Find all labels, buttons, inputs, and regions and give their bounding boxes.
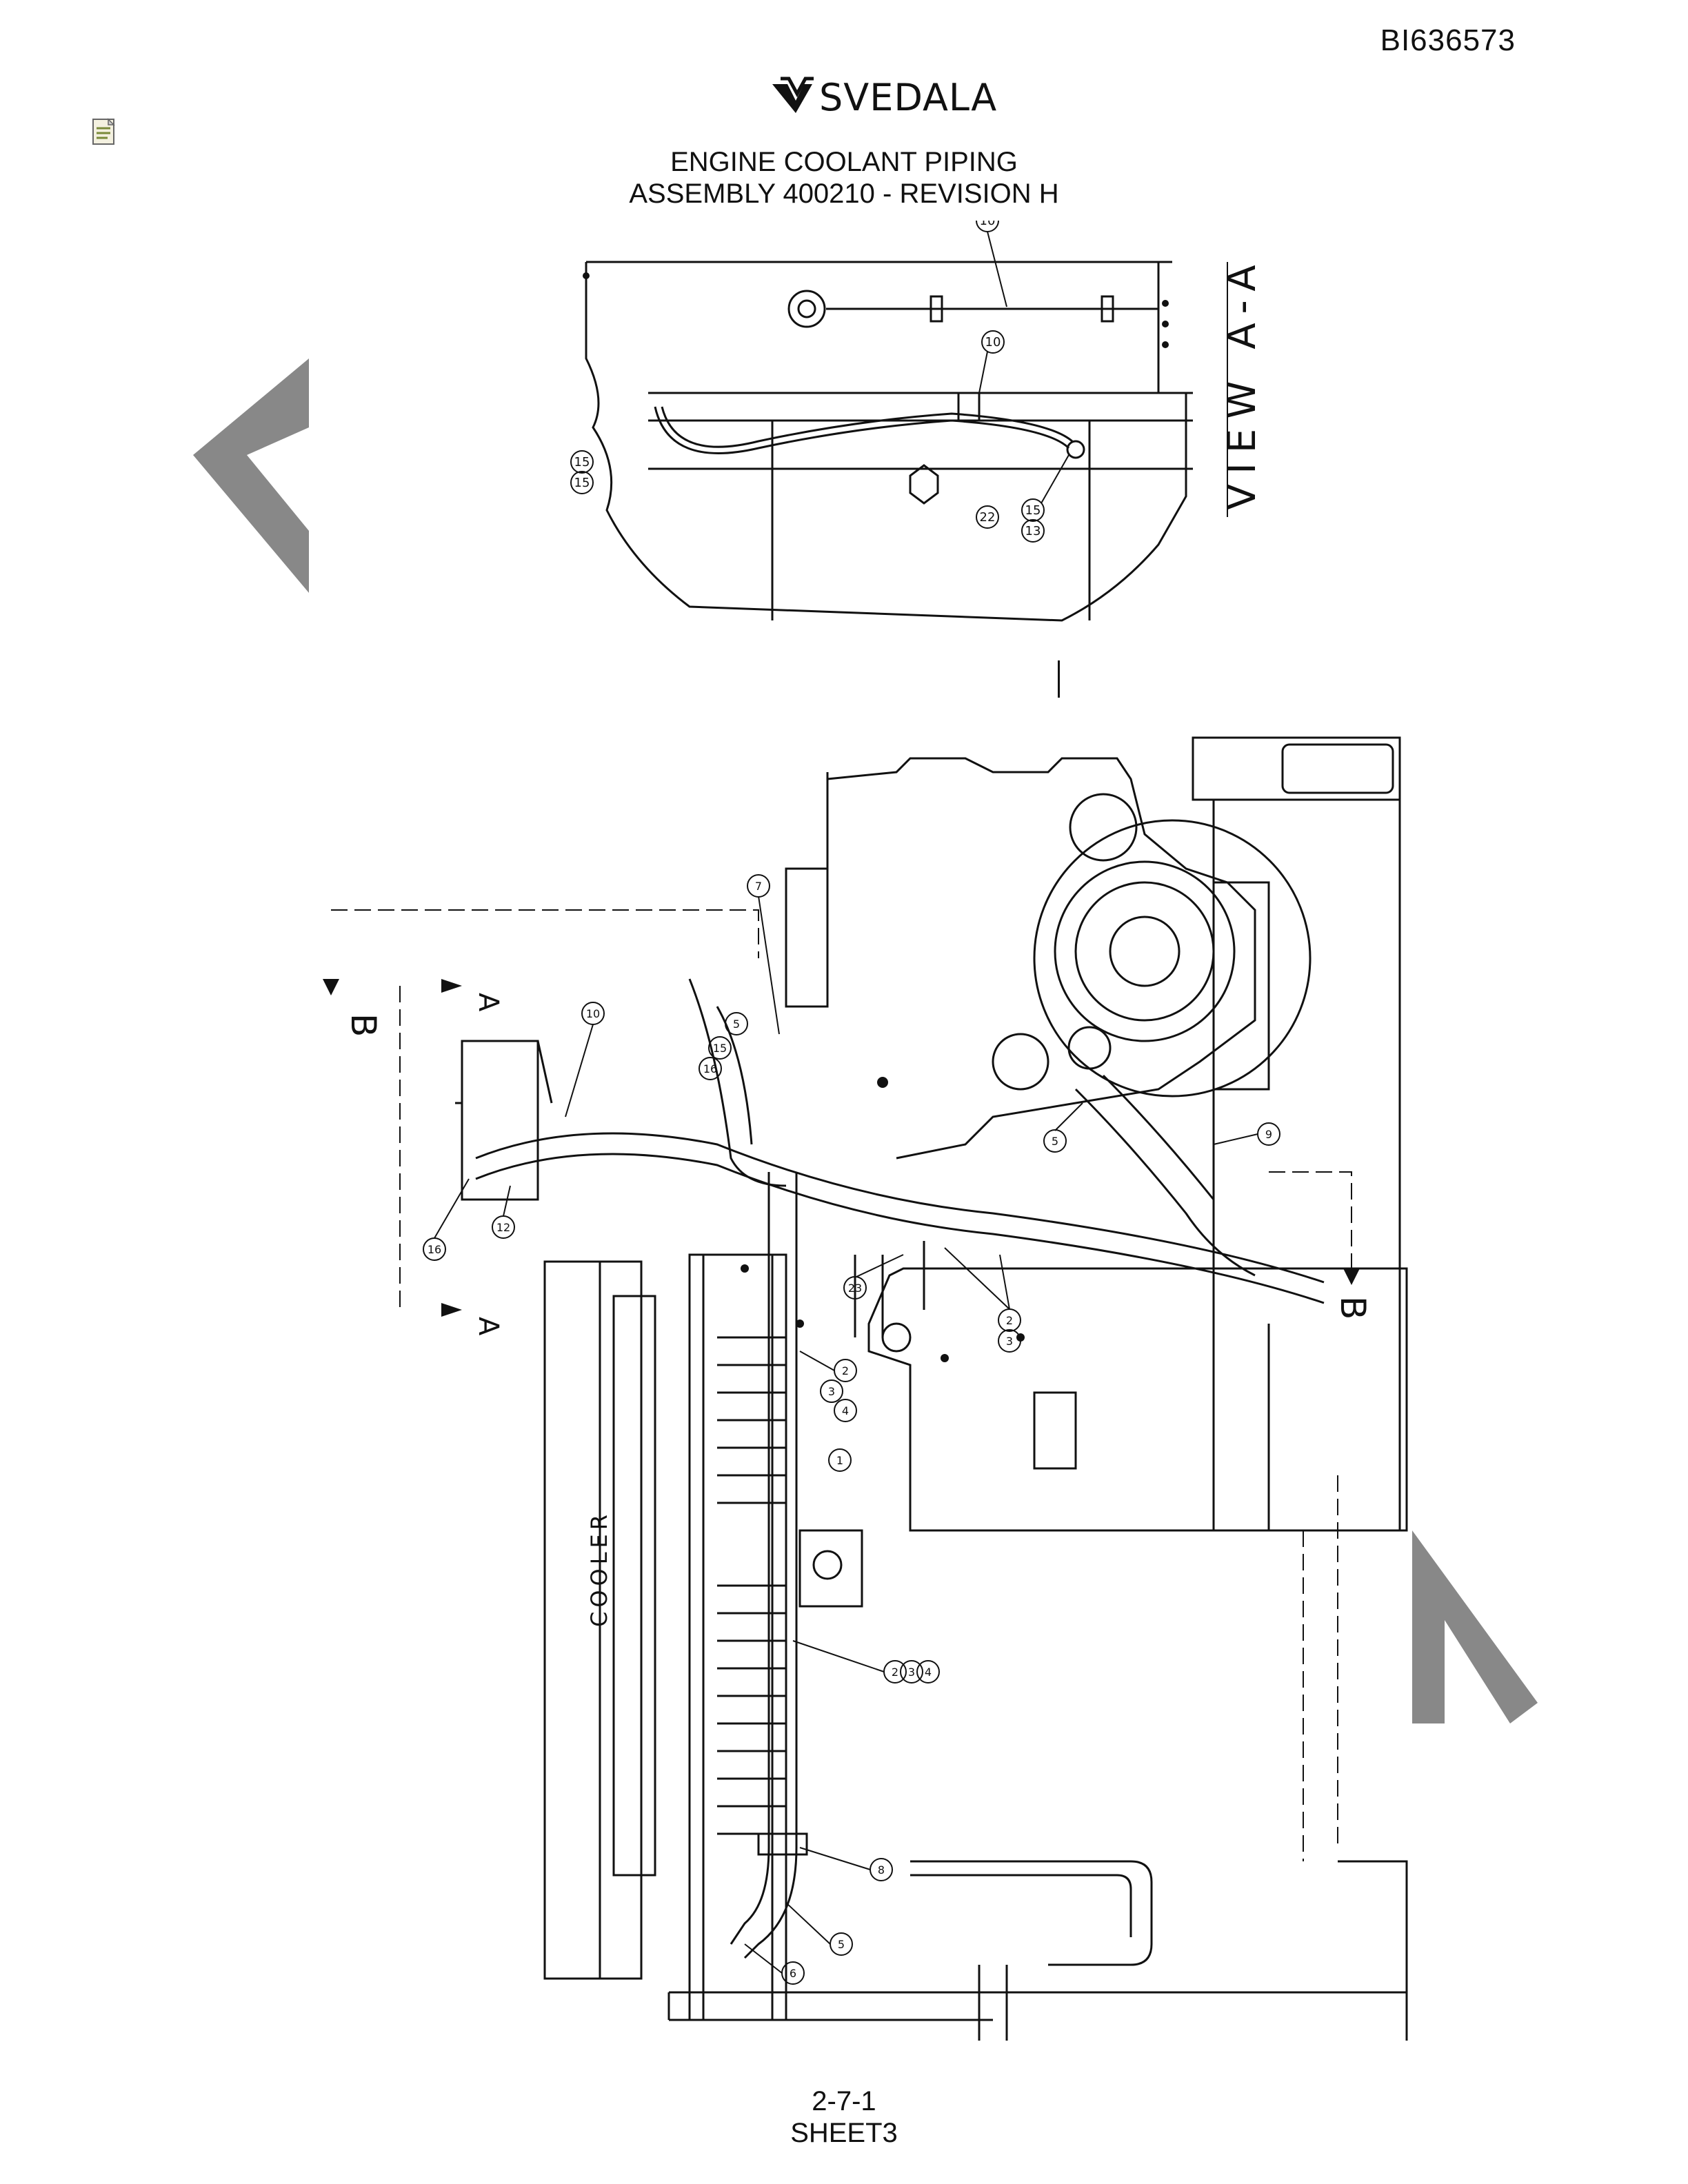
callout-label: 16: [428, 1243, 441, 1256]
callout-label: 2: [842, 1364, 849, 1377]
diagonal-arrow-icon: [1412, 1530, 1538, 1723]
drawing-title: ENGINE COOLANT PIPING ASSEMBLY 400210 - …: [0, 146, 1688, 210]
callout-label: 4: [925, 1666, 932, 1679]
callout-label: 3: [908, 1666, 915, 1679]
callout-label: 2: [892, 1666, 898, 1679]
callout-label: 1: [836, 1454, 843, 1467]
page-number: 2-7-1: [812, 2086, 876, 2116]
callout-label: 15: [574, 476, 590, 490]
engine-cooler-assembly-drawing: COOLER B A A B 7 10 5 15 16 5 9 12 16 23…: [323, 736, 1408, 2041]
callout-label: 5: [838, 1938, 845, 1951]
callout-label: 15: [574, 455, 590, 469]
callout-label: 16: [703, 1062, 717, 1075]
callout-label: 15: [1025, 503, 1041, 518]
callout-label: 15: [713, 1042, 727, 1055]
cooler-label: COOLER: [586, 1510, 612, 1627]
section-mark: B: [1333, 1296, 1373, 1320]
document-number: BI636573: [1380, 23, 1516, 57]
callout-label: 9: [1265, 1128, 1272, 1141]
title-line-2: ASSEMBLY 400210 - REVISION H: [629, 179, 1059, 209]
view-a-a-label: VIEW A-A: [1220, 255, 1265, 510]
callout-label: 22: [980, 510, 996, 525]
attachment-note-icon[interactable]: [91, 117, 119, 148]
callout-label: 7: [755, 880, 762, 893]
section-tick: [1058, 660, 1060, 698]
brand-name: SVEDALA: [819, 76, 998, 119]
callout-label: 6: [790, 1967, 796, 1980]
callout-label: 3: [1006, 1335, 1013, 1348]
callout-label: 4: [842, 1404, 849, 1417]
callout-label: 10: [980, 221, 996, 228]
title-line-1: ENGINE COOLANT PIPING: [670, 147, 1018, 177]
section-mark: A: [472, 993, 504, 1012]
callout-label: 12: [496, 1221, 510, 1234]
callout-label: 3: [828, 1385, 835, 1398]
section-mark: A: [472, 1317, 504, 1336]
callout-label: 13: [1025, 524, 1041, 538]
callout-label: 10: [985, 335, 1001, 350]
svedala-logo-icon: [772, 77, 814, 113]
callout-label: 10: [586, 1007, 600, 1020]
callout-label: 23: [848, 1282, 862, 1295]
section-mark: B: [343, 1013, 383, 1037]
callout-label: 8: [878, 1863, 885, 1877]
view-a-a-drawing: 10 10 15 15 22 15 13 VIEW A-A: [570, 221, 1265, 622]
sheet-label: SHEET3: [790, 2118, 898, 2148]
drawing-footer: 2-7-1 SHEET3: [0, 2085, 1688, 2149]
left-chevron-icon: [193, 358, 309, 593]
callout-label: 5: [733, 1018, 740, 1031]
callout-label: 5: [1052, 1135, 1058, 1148]
callout-label: 2: [1006, 1314, 1013, 1327]
